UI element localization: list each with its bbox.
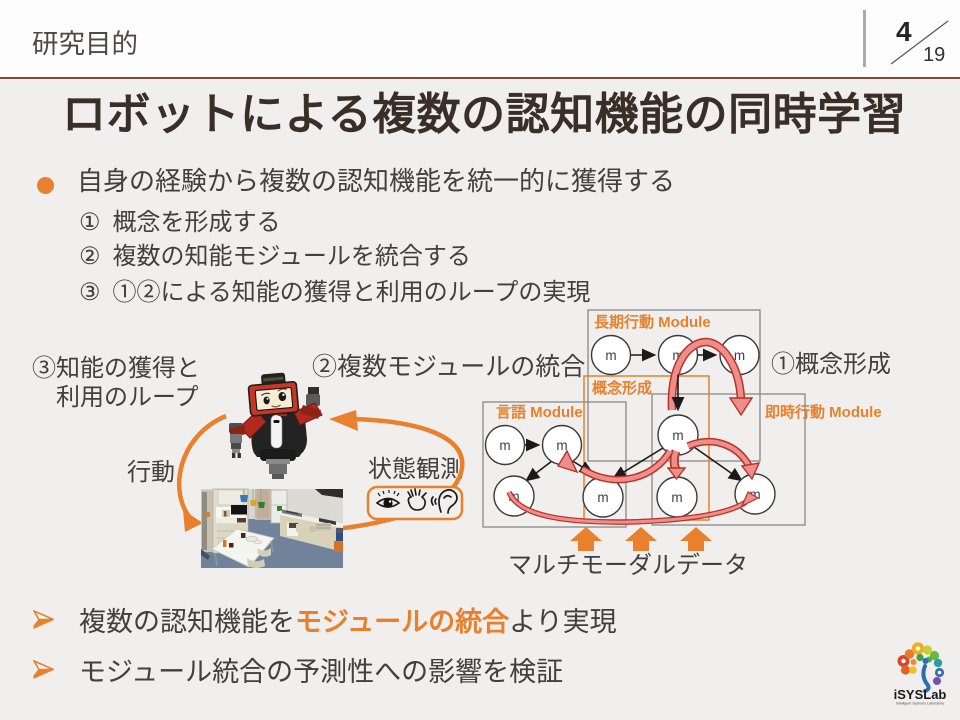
svg-text:m: m bbox=[556, 438, 567, 453]
svg-text:m: m bbox=[605, 348, 616, 363]
svg-text:m: m bbox=[734, 348, 745, 363]
svg-text:m: m bbox=[749, 487, 760, 502]
svg-text:m: m bbox=[671, 490, 682, 505]
svg-text:m: m bbox=[597, 490, 608, 505]
svg-text:m: m bbox=[672, 348, 683, 363]
svg-text:m: m bbox=[672, 428, 683, 443]
svg-text:iSYSLab: iSYSLab bbox=[894, 687, 947, 702]
svg-text:m: m bbox=[499, 438, 510, 453]
svg-text:Intelligent Systems Laboratory: Intelligent Systems Laboratory bbox=[896, 702, 945, 706]
